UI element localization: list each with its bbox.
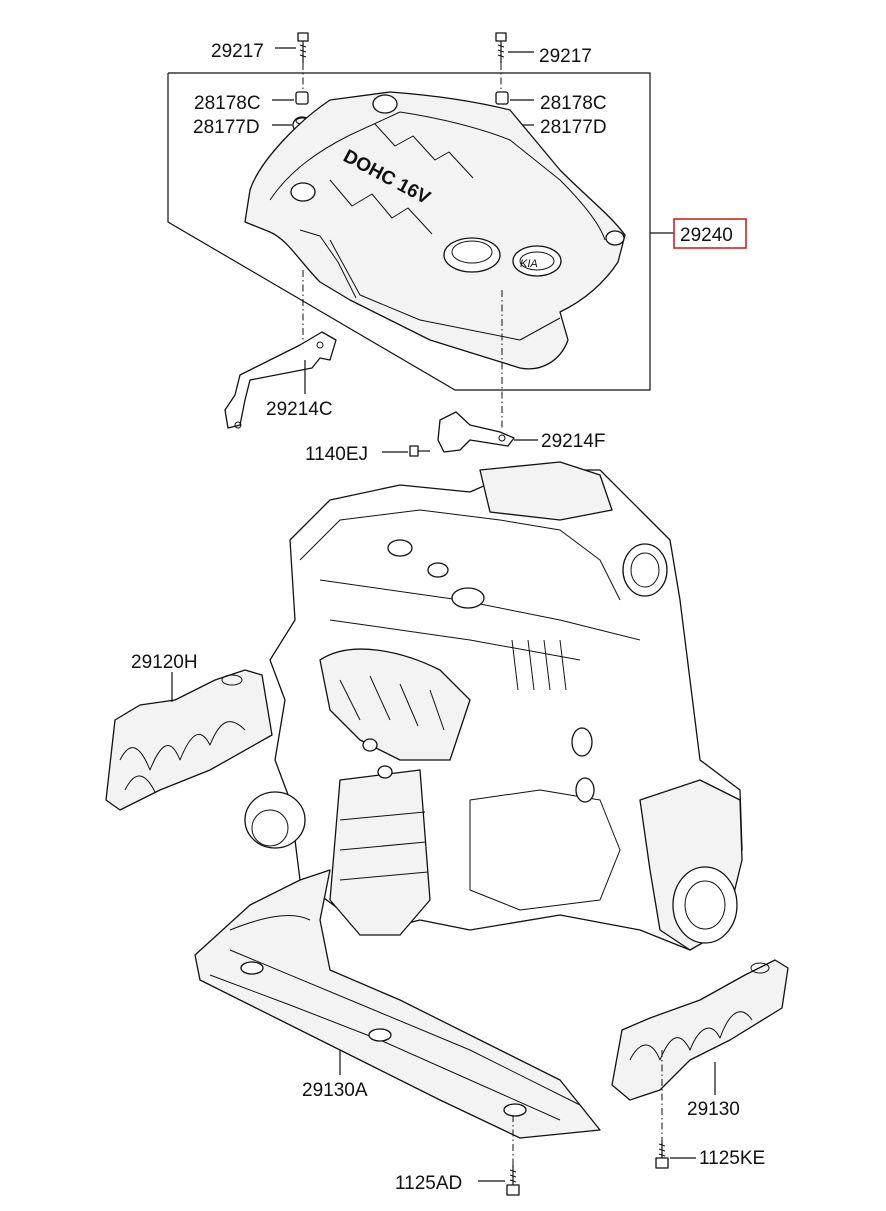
engine-cover-29240: KIA DOHC 16V [244, 91, 626, 370]
label-29240: 29240 [680, 225, 733, 246]
engine-assembly [244, 461, 743, 951]
cover-assembly-frame [167, 72, 674, 391]
label-29240-highlight-box [673, 218, 747, 249]
cap-right-28178C [495, 91, 534, 105]
cover-logo-text: KIA [520, 258, 538, 270]
label-29120H: 29120H [131, 652, 198, 673]
label-29130A: 29130A [302, 1080, 368, 1101]
label-29217-left: 29217 [211, 41, 264, 62]
label-28178C-right: 28178C [540, 93, 607, 114]
label-1140EJ: 1140EJ [305, 444, 368, 465]
bracket-right-29214F [437, 411, 538, 453]
bolt-right-29217 [495, 32, 534, 63]
bolt-left-29217 [275, 32, 309, 63]
label-1125KE: 1125KE [699, 1148, 765, 1169]
label-29217-right: 29217 [539, 46, 592, 67]
label-29214F: 29214F [541, 431, 605, 452]
bolt-1140EJ [382, 445, 430, 457]
bolt-1125KE [655, 1140, 696, 1169]
cap-left-28178C [272, 91, 309, 105]
label-28177D-left: 28177D [193, 117, 260, 138]
under-cover-29130A [194, 869, 601, 1139]
label-28177D-right: 28177D [540, 117, 607, 138]
under-cover-29130 [611, 959, 789, 1101]
label-29130: 29130 [687, 1099, 740, 1120]
label-29214C: 29214C [266, 399, 333, 420]
heat-shield-29120H [105, 669, 273, 811]
label-28178C-left: 28178C [194, 93, 261, 114]
bolt-1125AD [478, 1165, 520, 1196]
bracket-left-29214C [224, 331, 337, 429]
label-1125AD: 1125AD [395, 1173, 462, 1194]
